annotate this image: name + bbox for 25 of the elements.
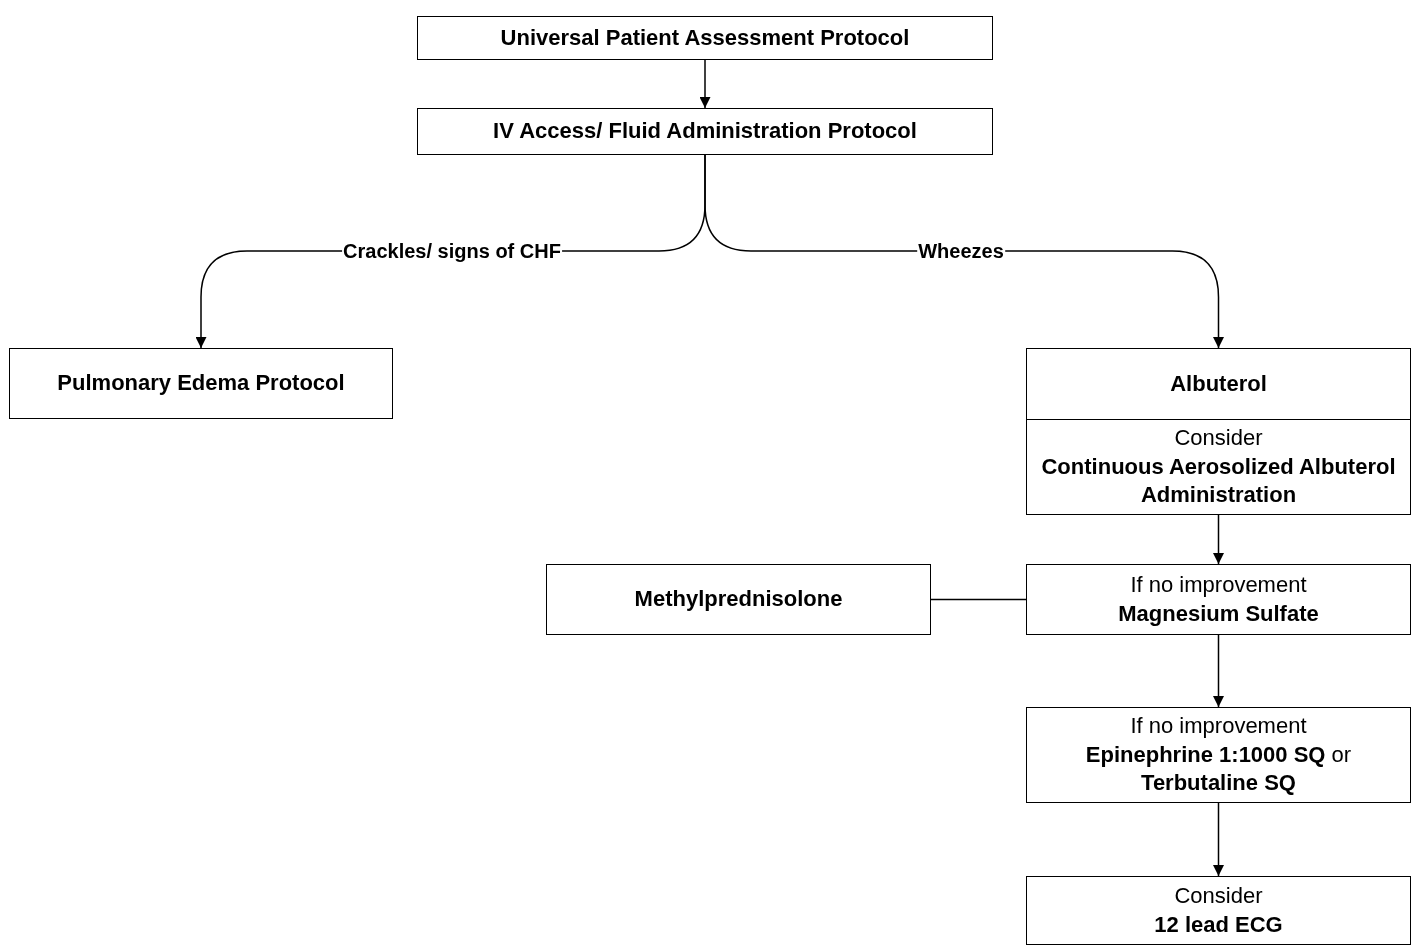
arrow	[699, 59, 711, 109]
box-text: Epinephrine 1:1000 SQ or Terbutaline SQ	[1084, 740, 1353, 798]
box-text: 12 lead ECG	[1154, 910, 1283, 939]
box-title: Methylprednisolone	[634, 585, 843, 614]
process-box	[9, 348, 393, 419]
arrow	[1213, 634, 1224, 708]
box-text: Consider	[1174, 881, 1263, 910]
arrow	[1213, 514, 1224, 565]
box-title: Universal Patient Assessment Protocol	[500, 23, 910, 52]
arrow	[1213, 802, 1224, 877]
process-box	[417, 108, 993, 155]
box-title: IV Access/ Fluid Administration Protocol	[493, 117, 917, 146]
process-box	[1026, 348, 1411, 515]
box-text: Continuous Aerosolized Albuterol Administration	[1040, 452, 1397, 510]
process-box	[417, 16, 993, 60]
box-title: Albuterol	[1170, 369, 1267, 398]
process-box	[1026, 707, 1411, 803]
box-text: If no improvement	[1130, 570, 1307, 599]
box-text: If no improvement	[1130, 712, 1307, 741]
process-box	[1026, 564, 1411, 635]
box-text: Magnesium Sulfate	[1118, 599, 1319, 628]
box-title: Pulmonary Edema Protocol	[57, 369, 345, 398]
box-text: Consider	[1174, 424, 1263, 453]
process-box	[546, 564, 931, 635]
process-box	[1026, 876, 1411, 945]
